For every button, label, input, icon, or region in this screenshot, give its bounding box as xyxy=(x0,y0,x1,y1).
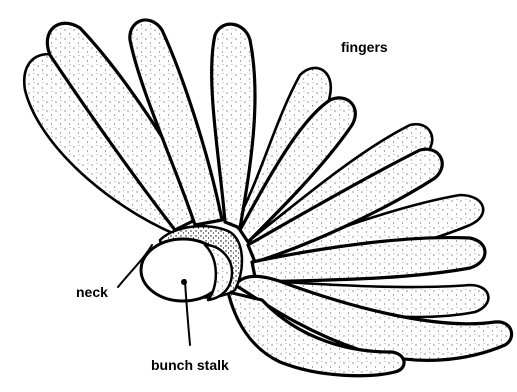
neck-label: neck xyxy=(76,284,108,300)
bunch-stalk-leader-dot xyxy=(181,279,187,285)
fingers-label: fingers xyxy=(341,39,388,55)
bunch-stalk-label: bunch stalk xyxy=(151,357,229,373)
